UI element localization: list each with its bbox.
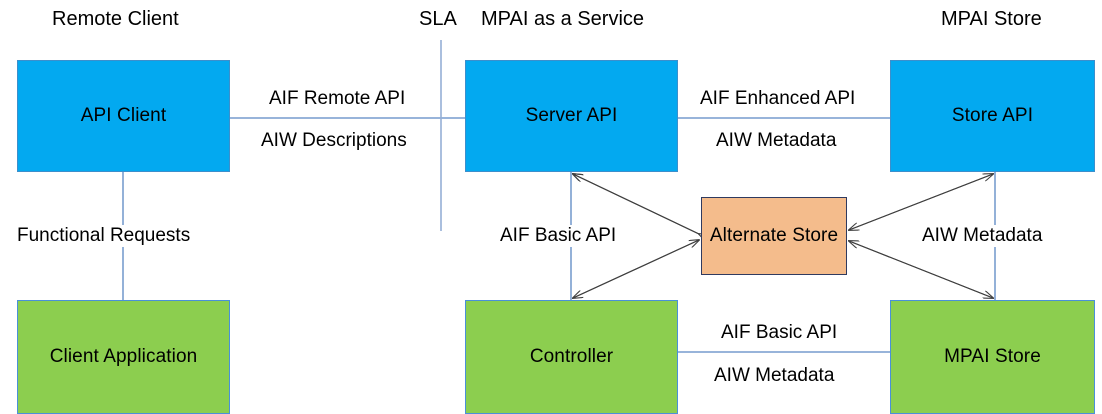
arrow-alternatestore-mpaistore xyxy=(848,240,993,298)
edge-label-aif-remote-api: AIF Remote API xyxy=(266,88,409,110)
edge-label-aif-basic-api-bottom: AIF Basic API xyxy=(718,322,841,344)
edge-label-aiw-metadata-bottom: AIW Metadata xyxy=(711,365,838,387)
edge-label-aif-basic-api-middle: AIF Basic API xyxy=(497,225,620,247)
node-alternate-store[interactable]: Alternate Store xyxy=(701,197,847,275)
group-label-mpai-store: MPAI Store xyxy=(941,8,1042,30)
node-server-api[interactable]: Server API xyxy=(465,60,678,172)
arrow-alternatestore-serverapi xyxy=(573,174,700,235)
edge-label-aiw-descriptions: AIW Descriptions xyxy=(258,130,410,152)
node-controller[interactable]: Controller xyxy=(465,300,678,414)
arrow-alternatestore-controller xyxy=(573,239,700,298)
group-label-sla: SLA xyxy=(419,8,457,30)
edge-label-aiw-metadata-top: AIW Metadata xyxy=(713,130,840,152)
node-api-client[interactable]: API Client xyxy=(17,60,230,172)
edge-label-functional-requests: Functional Requests xyxy=(14,225,194,247)
node-mpai-store[interactable]: MPAI Store xyxy=(890,300,1095,414)
edge-label-aiw-metadata-right: AIW Metadata xyxy=(919,225,1046,247)
node-store-api[interactable]: Store API xyxy=(890,60,1095,172)
group-label-remote-client: Remote Client xyxy=(52,8,179,30)
arrow-alternatestore-storeapi xyxy=(848,174,993,231)
edge-label-aif-enhanced-api: AIF Enhanced API xyxy=(697,88,859,110)
group-label-mpai-as-a-service: MPAI as a Service xyxy=(481,8,645,30)
node-client-application[interactable]: Client Application xyxy=(17,300,230,414)
